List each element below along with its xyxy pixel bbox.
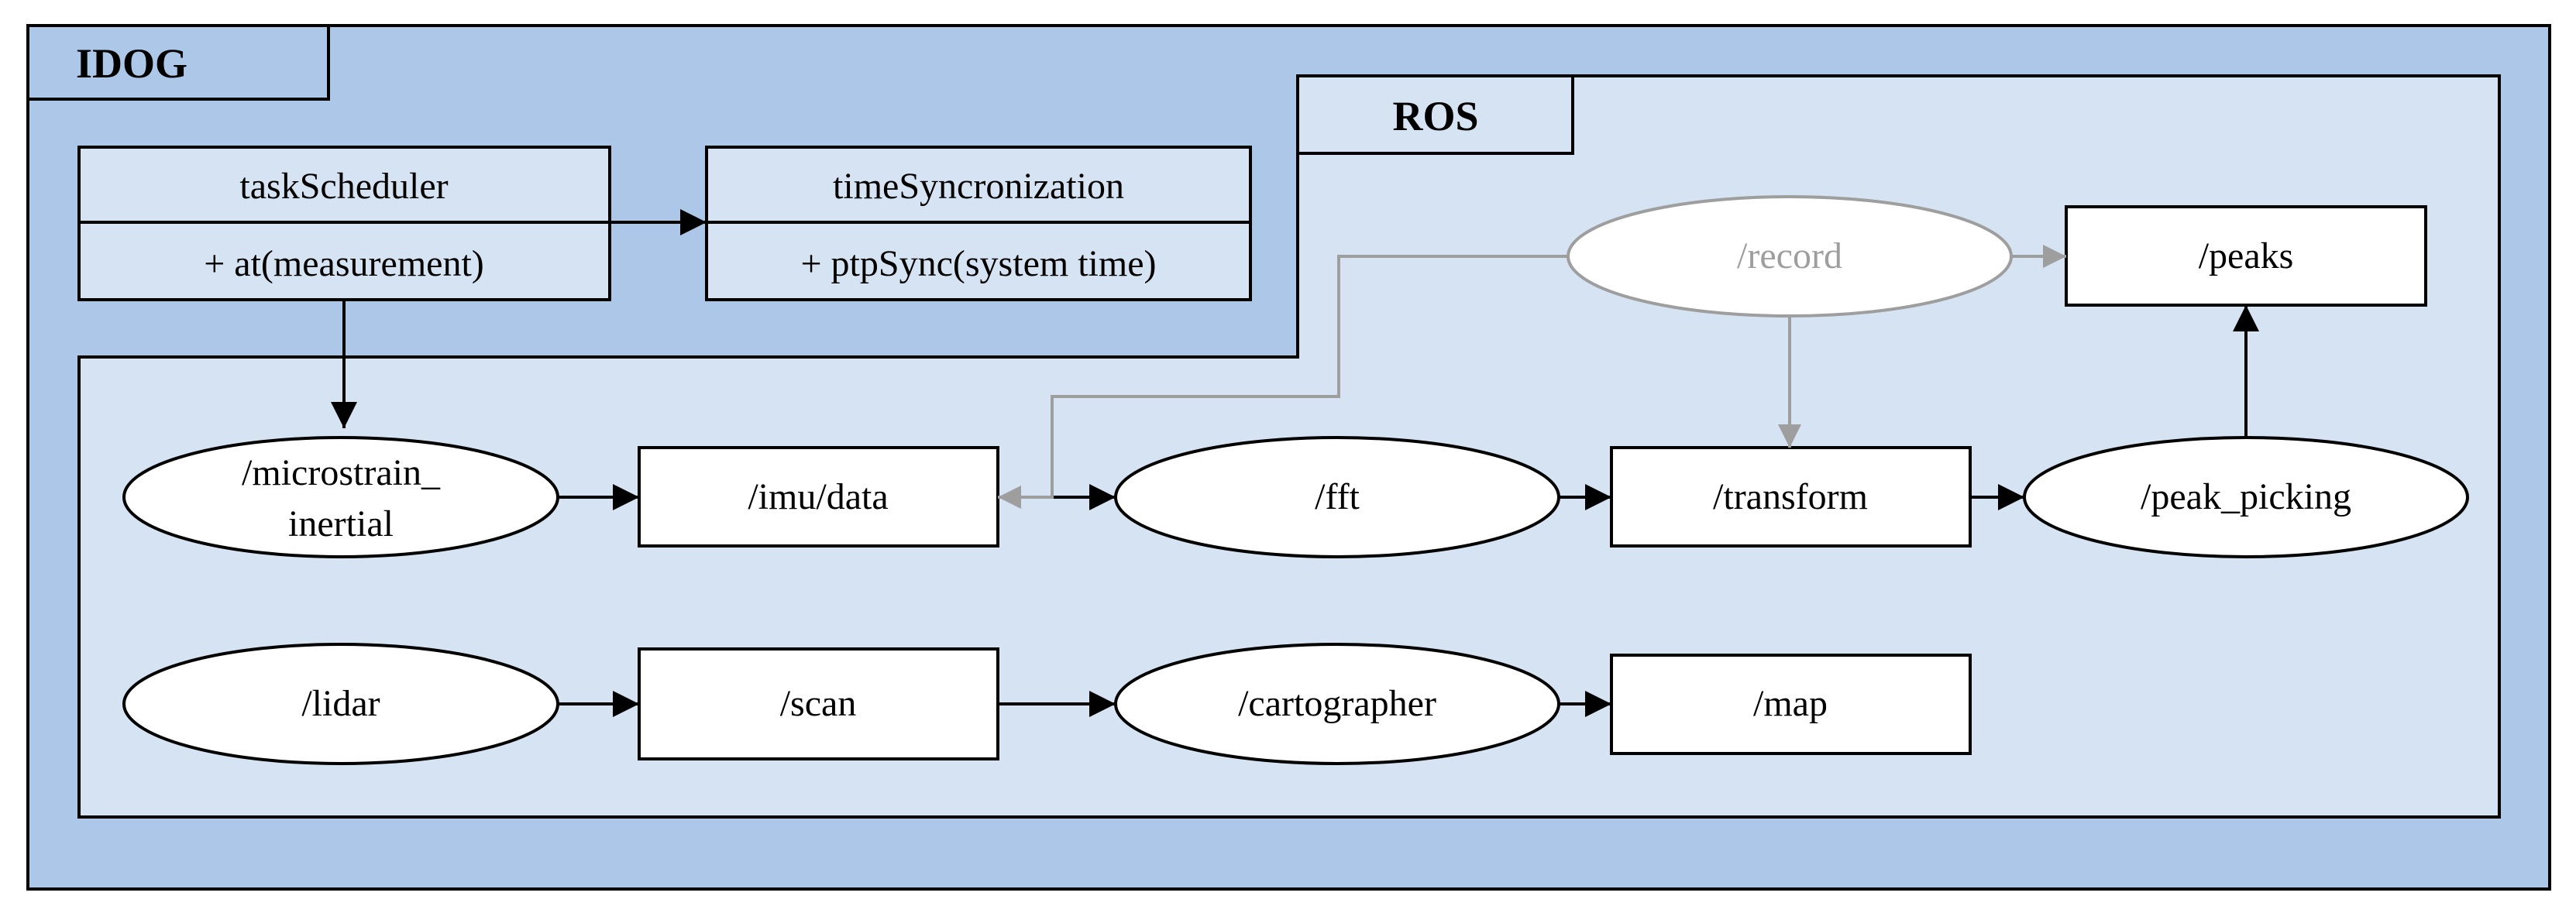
idog-package-tab: [26, 24, 330, 101]
peaks-label: /peaks: [2199, 235, 2294, 276]
task-scheduler-methods: [77, 221, 611, 301]
fft-label: /fft: [1315, 476, 1360, 517]
node-cartographer: /cartographer: [1114, 643, 1560, 765]
cartographer-label: /cartographer: [1238, 683, 1436, 724]
node-transform: /transform: [1610, 446, 1972, 548]
task-scheduler-header: [77, 146, 611, 224]
record-label: /record: [1737, 235, 1842, 276]
node-scan: /scan: [638, 647, 999, 760]
task-scheduler-name: taskScheduler: [239, 166, 448, 207]
node-microstrain: /microstrain_ inertial: [122, 436, 559, 558]
node-map: /map: [1610, 654, 1972, 755]
node-imu-data: /imu/data: [638, 446, 999, 548]
node-peaks: /peaks: [2065, 205, 2427, 307]
node-peak-picking: /peak_picking: [2023, 436, 2469, 558]
map-label: /map: [1753, 683, 1828, 724]
time-sync-class: timeSyncronization + ptpSync(system time…: [705, 146, 1252, 301]
lidar-label: /lidar: [301, 683, 380, 724]
microstrain-label-2: inertial: [288, 503, 394, 544]
ros-title: ROS: [1392, 93, 1478, 139]
peak-picking-label: /peak_picking: [2141, 476, 2351, 517]
transform-label: /transform: [1713, 476, 1868, 517]
task-scheduler-method: + at(measurement): [204, 243, 484, 284]
microstrain-label-1: /microstrain_: [242, 452, 441, 493]
node-lidar: /lidar: [122, 643, 559, 765]
node-record: /record: [1567, 195, 2013, 318]
task-scheduler-class: taskScheduler + at(measurement): [77, 146, 611, 301]
time-sync-name: timeSyncronization: [833, 166, 1124, 207]
scan-label: /scan: [780, 683, 857, 724]
map-box: [1610, 654, 1972, 755]
imu-data-label: /imu/data: [748, 476, 888, 517]
ros-package-tab: [1296, 74, 1574, 155]
time-sync-method: + ptpSync(system time): [800, 243, 1156, 284]
node-fft: /fft: [1114, 436, 1560, 558]
time-sync-methods: [705, 221, 1252, 301]
time-sync-header: [705, 146, 1252, 224]
idog-title: IDOG: [76, 40, 187, 87]
peaks-box: [2065, 205, 2427, 307]
record-connectors: [998, 245, 2066, 509]
arrow-record-to-imu: [998, 255, 1568, 509]
connectors: [331, 209, 2259, 717]
